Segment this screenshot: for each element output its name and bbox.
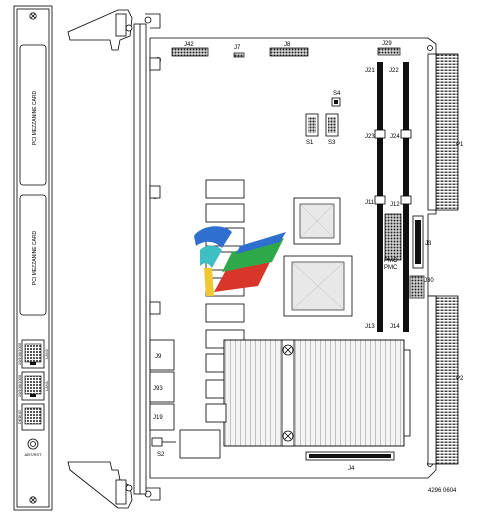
svg-text:J11: J11 [365,200,375,206]
front-panel: PCI MEZZANINE CARD PCI MEZZANINE CARD 10… [13,5,53,511]
chip-bridge [293,197,341,245]
pmc-slot-bottom [19,194,47,316]
header-j42: J42 [171,42,209,57]
svg-text:S4: S4 [333,91,341,97]
svg-text:J12: J12 [390,202,400,208]
connector-j4: J4 [305,451,395,472]
figure-id: 4296 0604 [428,488,457,494]
svg-text:J30: J30 [424,278,434,284]
svg-text:S1: S1 [306,140,314,146]
port-side-label-lan1: LAN1 [44,380,49,391]
port-label-lan2: 10/100/1000 [17,342,22,365]
svg-text:P2: P2 [456,376,464,382]
front-brackets [149,57,161,315]
svg-text:S2: S2 [157,452,165,458]
svg-text:J42: J42 [184,42,194,48]
header-j8: J8 [269,42,309,57]
svg-text:J19: J19 [153,415,163,421]
pmc-connectors: J21 J22 J23 J24 J11 J12 J13 J14 [365,62,412,332]
front-panel-inner-border [16,8,50,508]
connector-j93: J93 [149,371,175,403]
header-j29: J29 [377,41,401,56]
pmc-label-2: PMC [384,265,398,271]
svg-text:J8: J8 [284,42,291,48]
connector-j30: J30 [409,275,434,299]
pmc-center-header [384,213,402,261]
port-side-label-lan2: LAN2 [44,348,49,359]
chip-processor [283,255,353,317]
connector-j9: J9 [149,339,175,371]
svg-text:J93: J93 [153,386,163,392]
ethernet-port-lan1 [21,371,45,401]
ejector-handle-top [67,9,161,51]
switch-s1: S1 [305,113,319,146]
pmc-slot-bottom-label: PCI MEZZANINE CARD [32,231,38,286]
svg-text:J24: J24 [390,134,400,140]
header-j7: J7 [233,45,245,58]
pmc-slot-top [19,44,47,186]
svg-text:P1: P1 [456,142,464,148]
svg-text:S3: S3 [328,140,336,146]
vendor-logo-icon [194,226,286,296]
svg-text:J3: J3 [425,241,432,247]
switch-s3: S3 [325,113,339,146]
pmc-label-1: PMC [384,258,398,264]
port-label-debug: DEBUG [17,410,22,424]
svg-text:J7: J7 [234,45,241,51]
heatsink [223,339,411,447]
pmc-slot-top-label: PCI MEZZANINE CARD [32,91,38,146]
connector-j3: J3 [412,215,432,269]
abort-reset-label: ABT/RST [25,452,42,457]
connector-p1: P1 [427,53,464,211]
connector-p2: P2 [427,295,464,465]
ethernet-port-lan2 [21,339,45,369]
port-label-lan1: 10/100/1000 [17,374,22,397]
debug-port [21,403,45,431]
mounting-hole-icon [427,45,433,51]
ejector-handle-bottom [67,461,161,509]
connector-j19: J19 [149,403,175,431]
switch-s4: S4 [331,91,341,107]
svg-text:J4: J4 [348,466,355,472]
svg-text:J21: J21 [365,68,375,74]
svg-text:J22: J22 [389,68,399,74]
switch-s2: S2 [151,437,176,458]
svg-text:J29: J29 [382,41,392,47]
svg-text:J23: J23 [365,134,375,140]
svg-text:J13: J13 [365,324,375,330]
svg-text:J14: J14 [390,324,400,330]
svg-text:J9: J9 [155,354,162,360]
component-block [179,429,221,459]
